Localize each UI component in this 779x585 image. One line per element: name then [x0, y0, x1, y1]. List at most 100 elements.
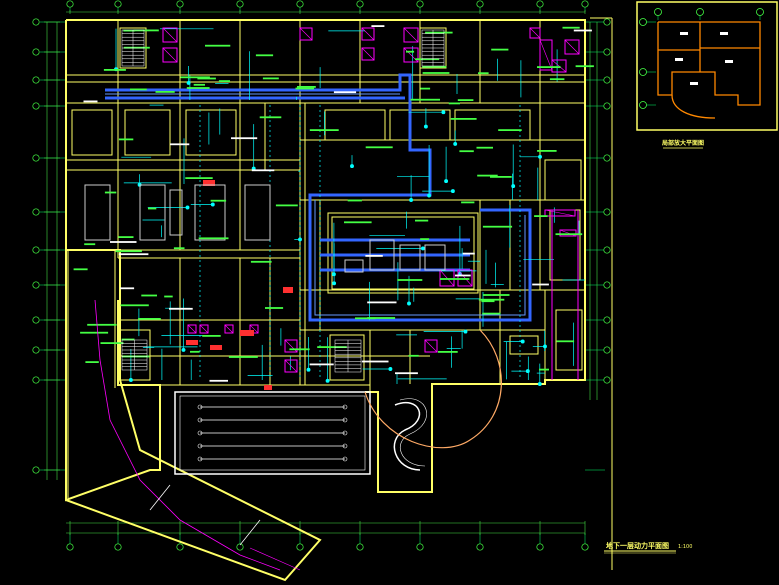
annotation-mark: [361, 360, 389, 363]
annotation-mark: [83, 100, 98, 103]
annotation-mark: [365, 146, 393, 149]
equipment-box: [457, 269, 473, 287]
annotation-mark: [415, 58, 440, 61]
staircases: [121, 29, 445, 373]
equipment-box: [529, 27, 541, 39]
annotation-mark: [118, 236, 134, 238]
equipment-box-cross: [187, 324, 197, 334]
annotation-mark: [231, 137, 258, 140]
annotation-mark: [228, 356, 258, 358]
annotation-mark: [420, 238, 430, 240]
equipment-box: [439, 269, 455, 287]
equipment-blocks: [84, 184, 446, 273]
wiring-node: [543, 344, 547, 349]
grid-bubble-left: [32, 76, 40, 84]
annotation-mark: [104, 191, 117, 194]
equipment-box: [424, 339, 438, 353]
grid-bubble-right: [603, 102, 611, 110]
drawing-scale: 1:100: [678, 544, 692, 550]
equipment-box-cross: [544, 209, 576, 217]
equipment-box: [162, 27, 178, 43]
grid-bubble-bottom: [416, 543, 424, 551]
equipment-box: [403, 47, 419, 63]
annotation-mark: [218, 80, 230, 82]
annotation-mark: [185, 177, 213, 179]
annotation-mark: [87, 323, 117, 326]
equipment-box-cross: [551, 59, 567, 73]
annotation-mark: [170, 143, 190, 146]
annotation-mark: [491, 48, 509, 51]
annotation-mark: [123, 29, 136, 32]
wiring-node: [332, 281, 337, 286]
grid-bubble-top: [416, 0, 424, 8]
annotation-mark: [355, 317, 376, 320]
equipment-box: [559, 229, 577, 237]
grid-bubble-left: [32, 281, 40, 289]
annotation-mark: [205, 44, 231, 47]
annotation-mark: [537, 150, 557, 152]
annotation-mark: [437, 351, 458, 353]
grid-bubble-top: [176, 0, 184, 8]
annotation-mark: [549, 78, 565, 81]
annotation-mark: [410, 98, 440, 101]
grid-bubble-left: [32, 48, 40, 56]
annotation-mark: [118, 138, 134, 141]
annotation-mark: [367, 317, 396, 319]
grid-bubble-left: [32, 346, 40, 354]
annotation-mark: [250, 260, 272, 263]
annotation-mark: [251, 169, 275, 172]
annotation-mark: [138, 318, 161, 320]
annotation-mark: [164, 295, 173, 298]
grid-bubble-top: [114, 0, 122, 8]
annotation-mark: [425, 31, 453, 34]
equipment-box-cross: [529, 27, 541, 39]
equipment-box: [564, 39, 580, 55]
equipment-box: [284, 339, 298, 353]
grid-bubble-bottom: [356, 543, 364, 551]
red-tags: [186, 180, 293, 390]
interior-partitions: [66, 20, 585, 392]
annotation-mark: [422, 65, 447, 68]
annotation-mark: [395, 372, 418, 375]
wiring-node: [538, 154, 542, 159]
annotation-mark: [534, 215, 548, 217]
annotation-mark: [173, 247, 185, 250]
grid-bubble-left: [32, 102, 40, 110]
annotation-mark: [498, 129, 522, 131]
equipment-box-cross: [361, 27, 375, 41]
annotation-mark: [556, 340, 575, 343]
grid-bubble-right: [603, 154, 611, 162]
annotation-mark: [130, 88, 147, 91]
curved-facade: [364, 329, 502, 449]
equipment-box: [361, 27, 375, 41]
annotation-mark: [110, 241, 137, 243]
equipment-box-cross: [457, 269, 473, 287]
annotation-mark: [297, 86, 316, 88]
annotation-mark: [476, 146, 493, 149]
equipment-box: [544, 209, 576, 217]
wiring-node: [520, 339, 525, 344]
equipment-box-cross: [284, 359, 298, 373]
annotation-mark: [408, 354, 419, 357]
annotation-mark: [490, 176, 512, 178]
dimension-lines: [46, 11, 598, 534]
grid-bubble-bottom: [236, 543, 244, 551]
equipment-box: [224, 324, 234, 334]
annotation-mark: [141, 294, 157, 297]
annotation-mark: [295, 87, 314, 90]
grid-bubble-bottom: [114, 543, 122, 551]
power-wiring: [114, 28, 585, 386]
annotation-mark: [367, 301, 397, 304]
grid-bubble-top: [66, 0, 74, 8]
annotation-mark: [259, 116, 282, 119]
equipment-box-cross: [162, 27, 178, 43]
vehicle-ramp: [94, 299, 301, 571]
cable-trunk-inner: [105, 93, 526, 316]
equipment-box: [199, 324, 209, 334]
annotation-mark: [575, 65, 594, 68]
inset-title: 局部放大平面图: [661, 139, 704, 147]
wiring-node: [210, 202, 215, 207]
annotation-mark: [262, 77, 279, 80]
annotation-mark: [317, 346, 347, 348]
grid-bubble-right: [603, 281, 611, 289]
